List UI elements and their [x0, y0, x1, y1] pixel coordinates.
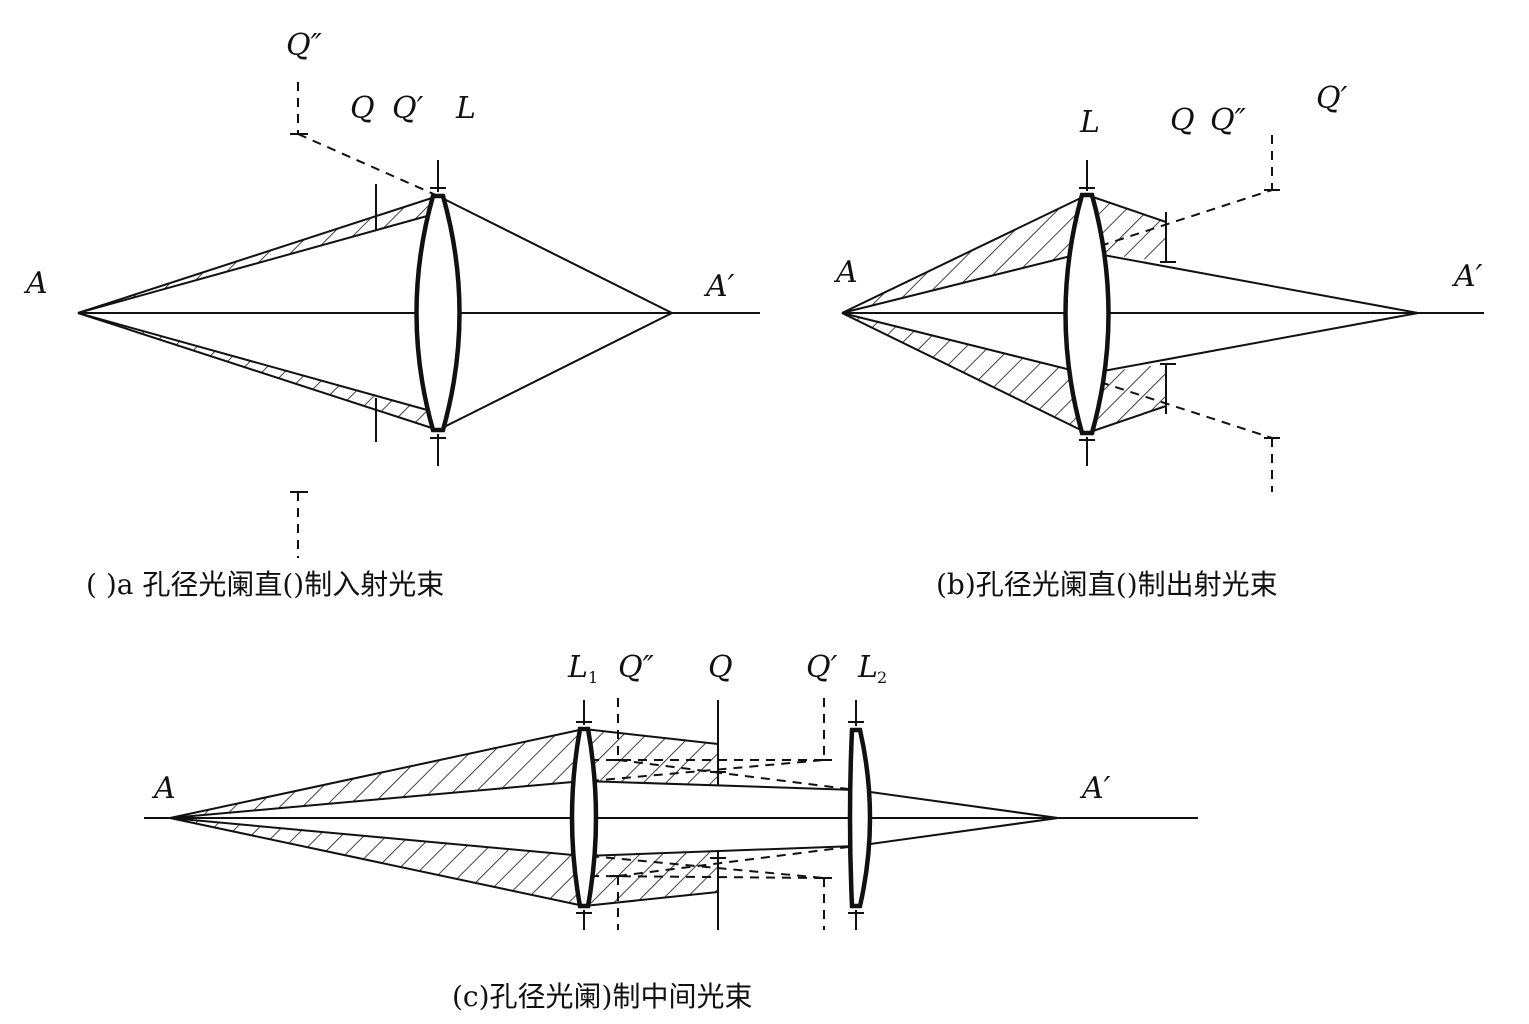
- panel-b-label-q2: Q″: [1210, 103, 1247, 138]
- panel-c-ray-mid-upper: [583, 780, 857, 791]
- panel-b-ray-lower-outer: [841, 312, 1088, 434]
- panel-c-lens-l1: [569, 726, 599, 909]
- panel-c-ray-upper-outer: [169, 728, 585, 819]
- panel-a-label-a1: A′: [703, 269, 735, 304]
- panel-c-hatch-upper-mid: [584, 729, 718, 786]
- panel-b-ray-upper-outer: [841, 194, 1088, 314]
- panel-c-ray-upper-inner: [169, 780, 585, 819]
- panel-c-ray-mid-lower: [583, 845, 857, 857]
- panel-a-label-l: L: [455, 91, 476, 126]
- panel-c-projection-lower-2: [589, 855, 825, 879]
- panel-c-label-l2-subscript: 2: [877, 668, 887, 687]
- panel-c-ray-exit-lower: [855, 817, 1059, 847]
- panel-a-label-q: Q: [350, 91, 375, 126]
- panel-a-caption: ( )a 孔径光阑直()制入射光束: [86, 568, 444, 601]
- panel-c: L 1 Q″ Q Q′ L 2 A A′ (c)孔径光阑)制中间光束: [144, 650, 1198, 1013]
- panel-a-label-a: A: [23, 266, 48, 301]
- panel-c-label-l1: L: [567, 650, 588, 685]
- panel-c-projection-upper-2: [589, 759, 825, 782]
- panel-b-ray-exit-upper: [1086, 251, 1419, 314]
- panel-b: L Q Q″ Q′ A A′ (b)孔径光阑直()制出射光束: [833, 81, 1484, 601]
- panel-b-ray-upper-inner: [841, 251, 1088, 314]
- panel-c-label-q2: Q″: [618, 650, 655, 685]
- panel-c-label-l2: L: [857, 650, 878, 685]
- panel-b-caption: (b)孔径光阑直()制出射光束: [936, 568, 1278, 601]
- panel-a-label-q1: Q′: [392, 91, 424, 126]
- panel-b-ray-exit-lower: [1086, 312, 1419, 375]
- panel-c-ray-mid-upper-edge: [583, 728, 719, 745]
- panel-b-ray-upper-edge: [1086, 194, 1167, 223]
- panel-b-hatch-lower-exit: [1087, 364, 1166, 433]
- panel-c-label-q1: Q′: [806, 650, 838, 685]
- panel-a-lens-l: [414, 193, 462, 433]
- panel-c-projection-lower-1: [589, 875, 825, 879]
- panel-c-projection-lower-3: [617, 845, 857, 877]
- panel-a-q2-projection: [297, 133, 439, 197]
- panel-b-q2-projection-lower: [1099, 381, 1273, 439]
- panel-a-ray-upper-outer: [77, 195, 439, 314]
- panel-a-ray-exit-lower: [437, 312, 673, 431]
- panel-a-label-q2: Q″: [286, 28, 323, 63]
- panel-b-label-a: A: [833, 255, 858, 290]
- panel-c-ray-mid-lower-edge: [583, 891, 719, 907]
- panel-c-lens-l2: [847, 727, 873, 909]
- panel-b-hatch-upper-exit: [1087, 195, 1166, 262]
- panel-b-label-l: L: [1079, 105, 1100, 140]
- panel-b-label-q: Q: [1170, 103, 1195, 138]
- panel-b-ray-lower-inner: [841, 312, 1088, 375]
- panel-c-ray-lower-outer: [169, 817, 585, 907]
- panel-c-hatch-lower-mid: [584, 850, 718, 906]
- panel-c-label-q: Q: [708, 650, 733, 685]
- panel-a-ray-exit-upper: [437, 195, 673, 314]
- panel-a-ray-lower-inner: [77, 312, 439, 414]
- panel-b-label-a1: A′: [1451, 259, 1483, 294]
- panel-a-ray-upper-inner: [77, 212, 439, 314]
- panel-b-lens-l: [1063, 192, 1111, 436]
- panel-c-projection-upper-3: [617, 759, 857, 791]
- panel-c-label-a: A: [151, 771, 176, 806]
- panel-a: Q″ Q Q′ L A A′ ( )a 孔径光阑直()制入射光束: [23, 28, 760, 601]
- panel-c-label-l1-subscript: 1: [588, 668, 598, 687]
- panel-c-ray-lower-inner: [169, 817, 585, 857]
- panel-b-q2-projection-upper: [1099, 189, 1273, 247]
- panel-b-label-q1: Q′: [1316, 81, 1348, 116]
- panel-c-label-a1: A′: [1079, 771, 1111, 806]
- panel-b-ray-lower-edge: [1086, 405, 1167, 434]
- panel-a-ray-lower-outer: [77, 312, 439, 431]
- panel-c-ray-exit-upper: [855, 789, 1059, 819]
- panel-c-caption: (c)孔径光阑)制中间光束: [452, 980, 752, 1013]
